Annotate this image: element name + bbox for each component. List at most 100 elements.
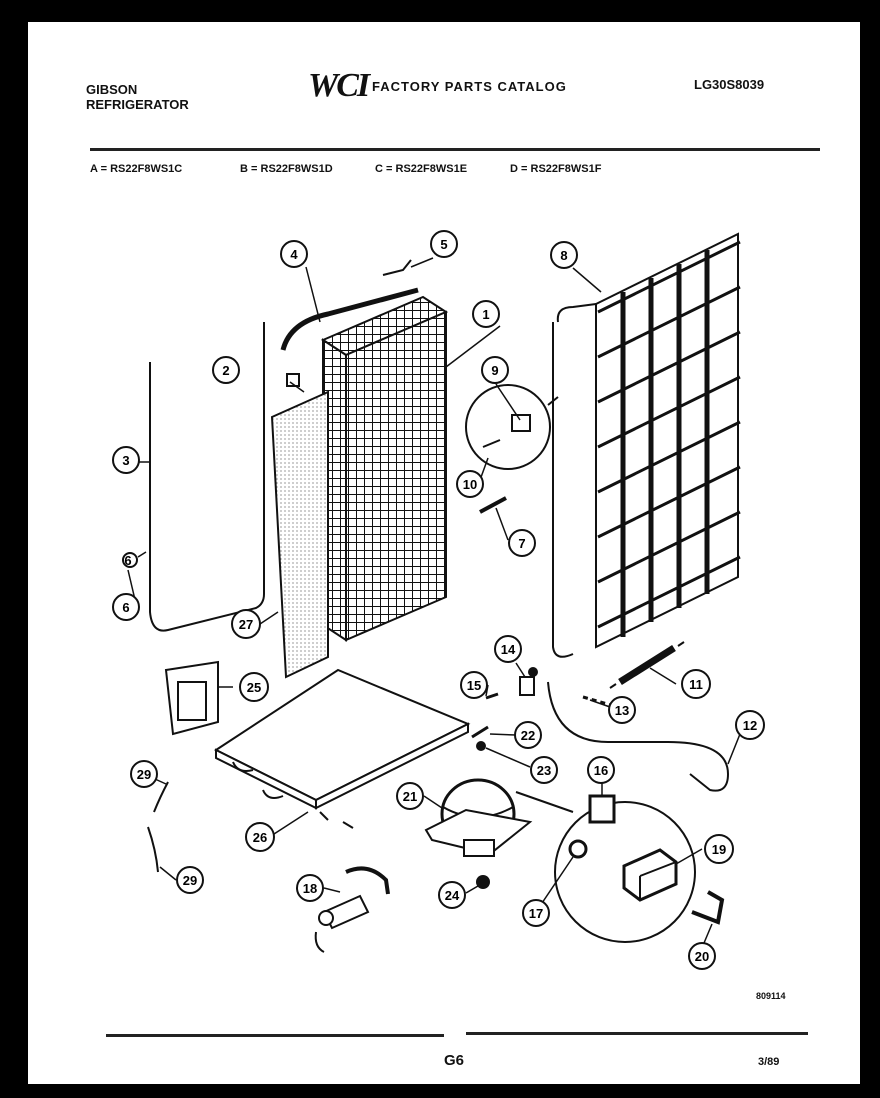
drier bbox=[618, 645, 676, 685]
callout-6a: 6 bbox=[124, 553, 131, 568]
callout-9: 9 bbox=[481, 356, 509, 384]
callout-15: 15 bbox=[460, 671, 488, 699]
svg-text:3: 3 bbox=[122, 453, 129, 468]
svg-text:20: 20 bbox=[695, 949, 709, 964]
callout-6b: 6 bbox=[112, 593, 140, 621]
callout-1: 1 bbox=[472, 300, 500, 328]
svg-text:24: 24 bbox=[445, 888, 460, 903]
callout-12: 12 bbox=[735, 710, 765, 740]
callout-18: 18 bbox=[296, 874, 324, 902]
callout-2: 2 bbox=[212, 356, 240, 384]
svg-text:8: 8 bbox=[560, 248, 567, 263]
page-number: 3/89 bbox=[758, 1056, 780, 1068]
callout-21: 21 bbox=[396, 782, 424, 810]
model-a: A = RS22F8WS1C bbox=[90, 163, 183, 175]
brand-line1: GIBSON bbox=[86, 82, 138, 97]
header-rule bbox=[90, 148, 820, 151]
svg-text:5: 5 bbox=[440, 237, 447, 252]
svg-text:26: 26 bbox=[253, 830, 267, 845]
svg-text:1: 1 bbox=[482, 307, 489, 322]
callout-17: 17 bbox=[522, 899, 550, 927]
tube bbox=[280, 287, 419, 351]
catalog-title: FACTORY PARTS CATALOG bbox=[372, 79, 567, 94]
footer-rule-left bbox=[106, 1034, 444, 1037]
svg-text:4: 4 bbox=[290, 247, 298, 262]
callout-29b: 29 bbox=[176, 866, 204, 894]
callout-20: 20 bbox=[688, 942, 716, 970]
line bbox=[547, 681, 730, 792]
svg-text:17: 17 bbox=[529, 906, 543, 921]
relay bbox=[588, 794, 616, 824]
svg-text:19: 19 bbox=[712, 842, 726, 857]
callout-14: 14 bbox=[494, 635, 522, 663]
clip bbox=[382, 259, 412, 276]
compressor bbox=[424, 778, 574, 857]
svg-text:11: 11 bbox=[689, 677, 703, 692]
catalog-number: LG30S8039 bbox=[694, 77, 765, 92]
catalog-page: GIBSON REFRIGERATOR WCI FACTORY PARTS CA… bbox=[28, 22, 860, 1084]
model-b: B = RS22F8WS1D bbox=[240, 163, 333, 175]
svg-text:12: 12 bbox=[743, 718, 757, 733]
model-d: D = RS22F8WS1F bbox=[510, 163, 602, 175]
svg-text:9: 9 bbox=[491, 363, 498, 378]
section-code: G6 bbox=[444, 1052, 465, 1069]
cap-tube bbox=[149, 382, 265, 632]
callout-10: 10 bbox=[456, 470, 484, 498]
svg-text:16: 16 bbox=[594, 763, 608, 778]
bracket bbox=[511, 414, 531, 432]
callout-19: 19 bbox=[704, 834, 734, 864]
clamp bbox=[519, 676, 535, 696]
svg-text:27: 27 bbox=[239, 617, 253, 632]
svg-text:25: 25 bbox=[247, 680, 261, 695]
svg-text:18: 18 bbox=[303, 881, 317, 896]
evaporator bbox=[320, 295, 449, 642]
svg-text:21: 21 bbox=[403, 789, 417, 804]
svg-text:7: 7 bbox=[518, 536, 525, 551]
callout-5: 5 bbox=[430, 230, 458, 258]
callout-25: 25 bbox=[239, 672, 269, 702]
screw bbox=[479, 496, 507, 514]
insulation-panel bbox=[270, 390, 329, 679]
svg-text:15: 15 bbox=[467, 678, 481, 693]
callout-3: 3 bbox=[112, 446, 140, 474]
footer-rule-right bbox=[466, 1032, 808, 1035]
sensor-bulb bbox=[286, 373, 300, 387]
capacitor bbox=[622, 848, 678, 902]
callout-27: 27 bbox=[231, 609, 261, 639]
brand-line2: REFRIGERATOR bbox=[86, 97, 189, 112]
drain-pan bbox=[164, 660, 219, 736]
svg-text:2: 2 bbox=[222, 363, 229, 378]
callout-7: 7 bbox=[508, 529, 536, 557]
strap bbox=[691, 890, 725, 925]
wiring bbox=[147, 781, 169, 873]
svg-text:6: 6 bbox=[122, 600, 129, 615]
capacitor-assembly bbox=[314, 866, 390, 953]
condenser bbox=[552, 232, 741, 658]
svg-text:10: 10 bbox=[463, 477, 477, 492]
svg-text:29: 29 bbox=[137, 767, 151, 782]
callout-8: 8 bbox=[550, 241, 578, 269]
callout-11: 11 bbox=[681, 669, 711, 699]
svg-text:23: 23 bbox=[537, 763, 551, 778]
svg-text:29: 29 bbox=[183, 873, 197, 888]
callout-4: 4 bbox=[280, 240, 308, 268]
model-c: C = RS22F8WS1E bbox=[375, 163, 468, 175]
callout-22: 22 bbox=[514, 721, 542, 749]
svg-text:13: 13 bbox=[615, 703, 629, 718]
svg-text:22: 22 bbox=[521, 728, 535, 743]
callout-24: 24 bbox=[438, 881, 466, 909]
drawing-number: 809114 bbox=[756, 991, 786, 1001]
parts-diagram: 1 2 3 4 5 6 6 7 8 9 10 11 12 13 14 15 16… bbox=[112, 230, 765, 970]
callout-23: 23 bbox=[530, 756, 558, 784]
callout-16: 16 bbox=[587, 756, 615, 784]
wci-logo: WCI bbox=[308, 67, 370, 104]
callout-13: 13 bbox=[608, 696, 636, 724]
overload bbox=[568, 839, 588, 859]
svg-text:14: 14 bbox=[501, 642, 516, 657]
base-plate bbox=[213, 668, 471, 829]
callouts: 1 2 3 4 5 6 6 7 8 9 10 11 12 13 14 15 16… bbox=[112, 230, 765, 970]
callout-29a: 29 bbox=[130, 760, 158, 788]
svg-text:6: 6 bbox=[124, 553, 131, 568]
callout-26: 26 bbox=[245, 822, 275, 852]
leader-lines bbox=[127, 257, 741, 944]
